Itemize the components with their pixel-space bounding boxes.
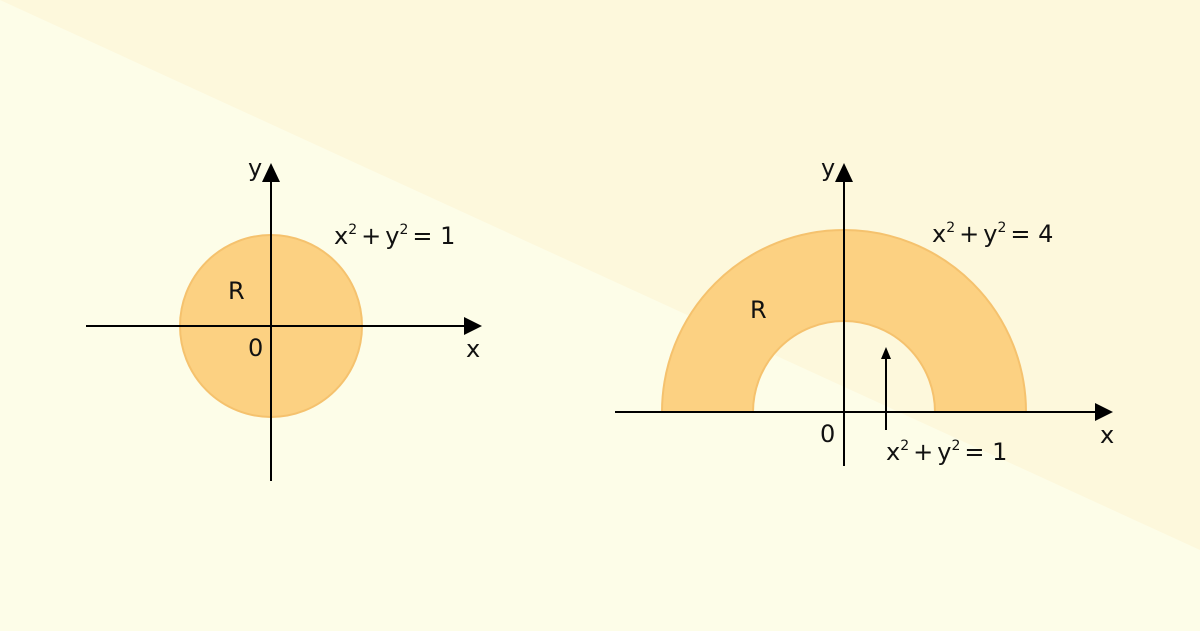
x-axis-arrow <box>464 317 482 335</box>
eq-plus: + <box>959 220 979 248</box>
circle-equation: x2+y2= 1 <box>334 222 455 250</box>
half-annulus-region <box>660 229 1028 413</box>
y-axis-label: y <box>821 154 835 182</box>
eq-plus: + <box>361 222 381 250</box>
x-axis-label: x <box>1100 421 1114 449</box>
inner-circle-equation: x2+y2= 1 <box>886 438 1007 466</box>
x-axis-label: x <box>466 335 480 363</box>
origin-label: 0 <box>248 334 263 362</box>
right-diagram: y x 0 R x2+y2= 4 x2+y2= 1 <box>615 154 1114 466</box>
eq-y-exponent: 2 <box>951 438 960 454</box>
y-axis-arrow <box>262 163 280 182</box>
outer-circle-equation: x2+y2= 4 <box>932 220 1053 248</box>
eq-x-exponent: 2 <box>900 438 909 454</box>
eq-y-exponent: 2 <box>399 222 408 238</box>
eq-plus: + <box>913 438 933 466</box>
region-label: R <box>750 296 767 324</box>
inner-circle-pointer-arrowhead <box>881 347 891 359</box>
eq-y: y <box>385 222 399 250</box>
y-axis-label: y <box>248 154 262 182</box>
y-axis-arrow <box>835 163 853 182</box>
eq-y: y <box>983 220 997 248</box>
left-diagram: y x 0 R x2+y2= 1 <box>86 154 482 481</box>
eq-x: x <box>932 220 946 248</box>
eq-y: y <box>937 438 951 466</box>
eq-x: x <box>334 222 348 250</box>
eq-x-exponent: 2 <box>946 220 955 236</box>
eq-rhs: = 1 <box>964 438 1007 466</box>
x-axis-arrow <box>1095 403 1113 421</box>
eq-x-exponent: 2 <box>348 222 357 238</box>
eq-y-exponent: 2 <box>997 220 1006 236</box>
eq-x: x <box>886 438 900 466</box>
origin-label: 0 <box>820 420 835 448</box>
region-label: R <box>228 277 245 305</box>
eq-rhs: = 4 <box>1010 220 1053 248</box>
eq-rhs: = 1 <box>412 222 455 250</box>
